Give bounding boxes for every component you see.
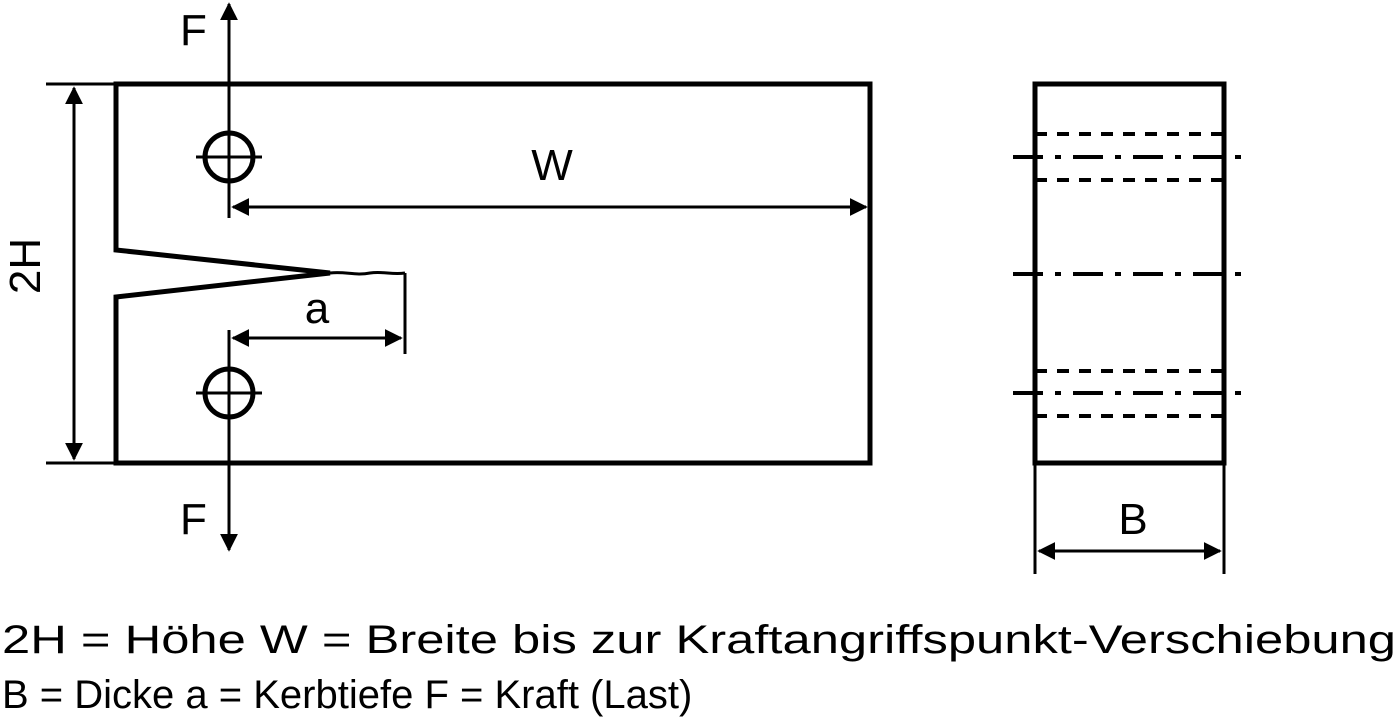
label-crack: a	[305, 284, 330, 333]
label-thickness: B	[1118, 495, 1147, 544]
label-width: W	[531, 141, 573, 190]
front-view: F F 2H W a	[1, 2, 873, 552]
label-force-top: F	[180, 6, 207, 55]
label-force-bottom: F	[180, 495, 207, 544]
legend-line-1: 2H = Höhe W = Breite bis zur Kraftangrif…	[2, 618, 1396, 662]
side-view: B	[1013, 81, 1250, 574]
label-height: 2H	[1, 238, 50, 294]
crack-line	[329, 270, 406, 276]
legend-line-2: B = Dicke a = Kerbtiefe F = Kraft (Last)	[2, 673, 692, 717]
specimen-outline	[113, 81, 873, 466]
